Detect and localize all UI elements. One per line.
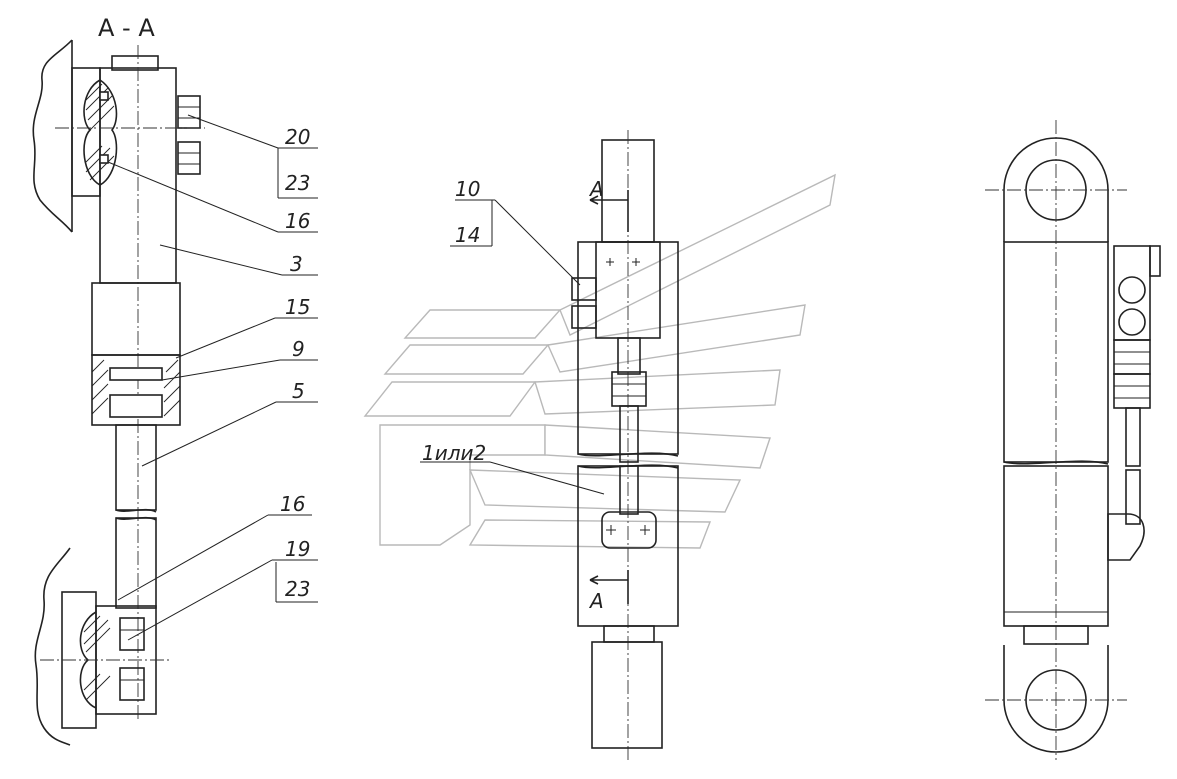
fitting-upper	[571, 277, 597, 301]
rod-eye-bottom	[1003, 645, 1109, 753]
middle-front-view: 10 14 А А 1или2	[420, 130, 679, 760]
callout-23-top: 23	[285, 171, 310, 195]
bolt-bottom-upper	[119, 617, 145, 651]
piston-rod-upper	[115, 424, 157, 511]
side-elbow	[1107, 513, 1145, 561]
fitting-lower	[571, 305, 597, 329]
hatch-lower	[83, 615, 111, 701]
piston-rod-lower	[115, 517, 157, 609]
bracket-break-top	[32, 39, 73, 233]
watermark-logo	[363, 173, 836, 549]
callout-16-top: 16	[285, 209, 310, 233]
callout-variant: 1или2	[422, 441, 486, 465]
section-mark-top: А	[588, 177, 604, 201]
bracket-break-bottom	[34, 547, 71, 746]
right-side-view	[985, 120, 1161, 760]
cylinder-cap	[111, 55, 159, 71]
callout-16-bottom: 16	[280, 492, 305, 516]
section-title: А - А	[98, 14, 155, 42]
hatch-bushing	[91, 359, 181, 417]
bolt-lower	[177, 141, 201, 175]
gland-nut	[91, 282, 181, 356]
bolt-bottom-lower	[119, 667, 145, 701]
callout-9: 9	[292, 337, 305, 361]
side-fitting	[1113, 339, 1151, 375]
callout-15: 15	[285, 295, 310, 319]
tube-end	[601, 511, 657, 549]
section-arrow-bottom	[589, 570, 629, 604]
callout-5: 5	[292, 379, 305, 403]
section-arrow-top	[589, 190, 629, 232]
side-tube	[1125, 407, 1141, 467]
callout-19: 19	[285, 537, 310, 561]
callout-10: 10	[455, 177, 480, 201]
section-mark-bottom: А	[588, 589, 604, 613]
left-section-view: А - А 20 23 16 3 15 9 5 16 19 23	[32, 14, 318, 746]
callout-3: 3	[290, 252, 303, 276]
callout-20: 20	[285, 125, 310, 149]
rod-eye-lower	[591, 641, 663, 749]
callout-23-bottom: 23	[285, 577, 310, 601]
bolt-upper	[177, 95, 201, 129]
leader-lines	[107, 114, 318, 641]
callout-14: 14	[455, 223, 480, 247]
